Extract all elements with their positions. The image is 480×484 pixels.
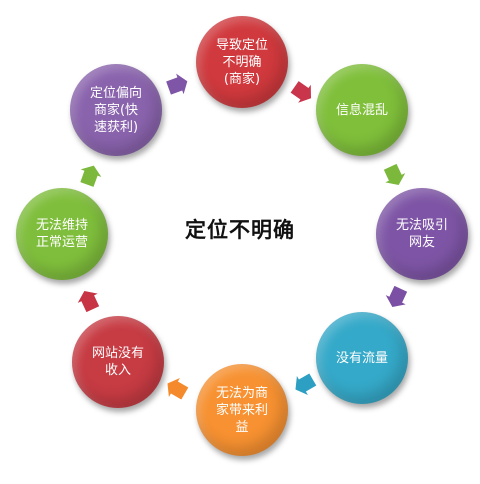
arrow-icon: [385, 285, 408, 307]
node-information-chaos: 信息混乱: [316, 64, 408, 156]
node-no-traffic: 没有流量: [316, 312, 408, 404]
node-label: 没有流量: [335, 350, 388, 366]
node-label: 定位偏向 商家(快 速获利): [89, 85, 142, 135]
node-no-merchant-profit: 无法为商 家带来利 益: [196, 364, 288, 456]
node-label: 无法吸引 网友: [395, 218, 448, 250]
node-label: 无法维持 正常运营: [35, 218, 88, 250]
node-cannot-operate-normally: 无法维持 正常运营: [16, 188, 108, 280]
arrow-icon: [77, 291, 100, 313]
arrow-icon: [80, 165, 102, 187]
node-no-website-revenue: 网站没有 收入: [72, 316, 164, 408]
node-merchant-biased-positioning: 定位偏向 商家(快 速获利): [70, 64, 162, 156]
arrow-icon: [166, 73, 188, 95]
arrow-icon: [383, 163, 406, 185]
arrow-icon: [167, 377, 189, 400]
node-label: 导致定位 不明确 (商家): [215, 37, 268, 87]
node-unclear-positioning: 导致定位 不明确 (商家): [196, 16, 288, 108]
node-cannot-attract-users: 无法吸引 网友: [376, 188, 468, 280]
node-label: 网站没有 收入: [91, 346, 144, 378]
node-label: 信息混乱: [335, 102, 388, 118]
arrow-icon: [290, 81, 312, 103]
node-label: 无法为商 家带来利 益: [215, 385, 268, 435]
center-title: 定位不明确: [185, 218, 295, 242]
arrow-icon: [295, 373, 317, 396]
